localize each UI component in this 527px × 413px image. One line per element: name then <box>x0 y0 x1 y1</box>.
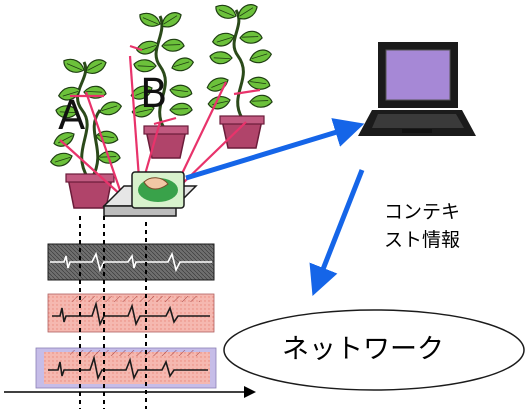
time-axis <box>4 386 256 398</box>
context-label-line1: コンテキ <box>384 201 461 223</box>
laptop-icon <box>358 42 476 136</box>
plant-a <box>48 54 124 209</box>
context-arrow <box>309 169 365 296</box>
data-panel-pink <box>47 293 215 333</box>
plant-c <box>205 0 274 149</box>
upload-arrow <box>185 118 365 181</box>
plant-label-a: A <box>58 93 86 139</box>
time-guides <box>79 216 147 409</box>
context-info-label: コンテキ スト情報 <box>384 198 460 254</box>
data-panel-gray <box>47 243 215 281</box>
network-label: ネットワーク <box>282 334 444 365</box>
sensor-device <box>102 171 198 217</box>
context-label-line2: スト情報 <box>384 229 461 251</box>
network-ellipse <box>223 309 525 391</box>
data-panel-purple <box>35 347 217 389</box>
plant-label-b: B <box>140 71 168 117</box>
